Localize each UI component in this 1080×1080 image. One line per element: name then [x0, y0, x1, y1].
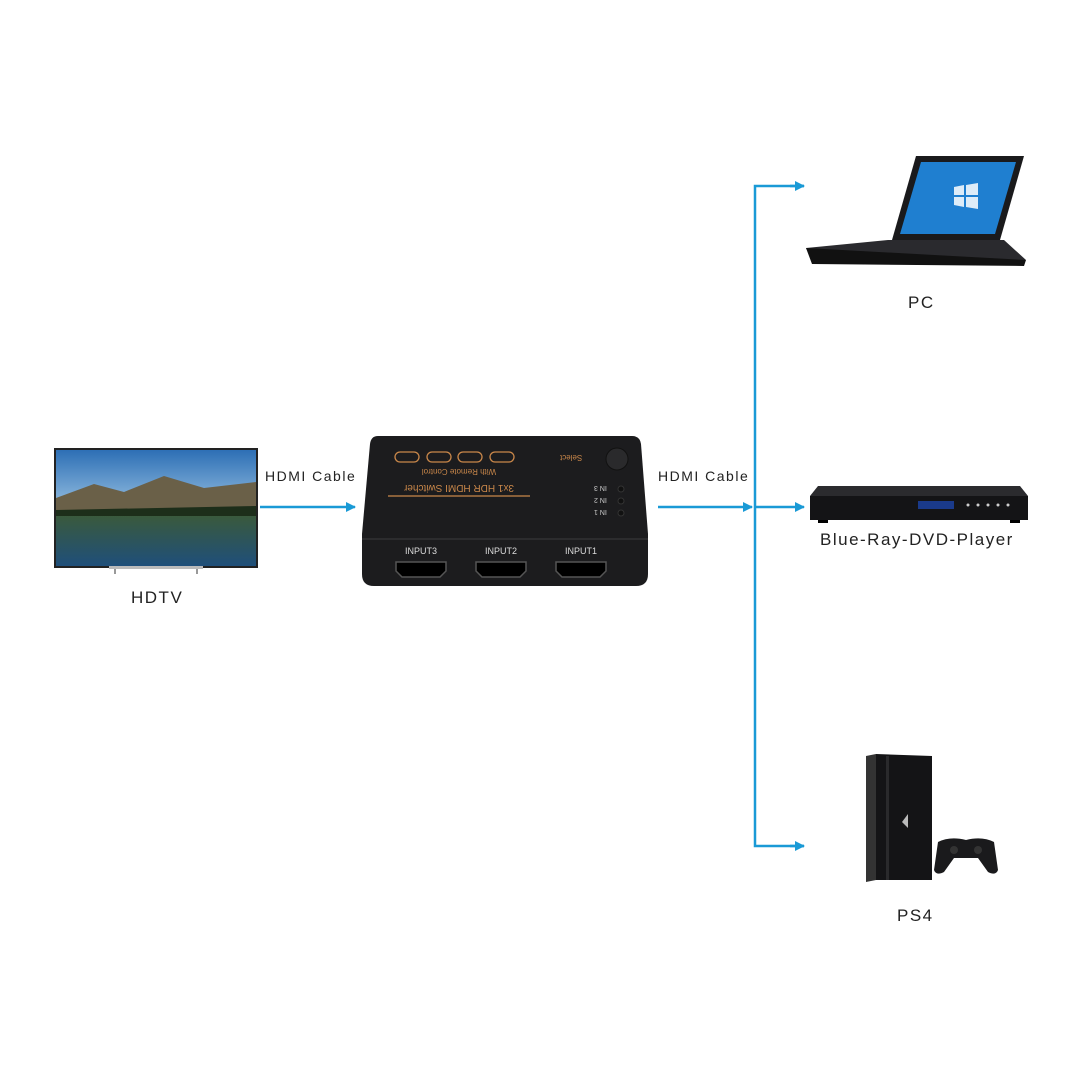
- dvd-player-image: [810, 486, 1028, 523]
- led-in3: IN 3: [594, 484, 607, 491]
- switcher-subtitle: With Remote Control: [421, 467, 497, 476]
- port-input1: INPUT1: [564, 546, 597, 556]
- port-input3: INPUT3: [404, 546, 437, 556]
- hdtv-label: HDTV: [131, 588, 184, 607]
- hdmi-switcher: 3x1 HDR HDMI Switcher With Remote Contro…: [360, 434, 650, 588]
- cable-in-label: HDMI Cable: [265, 468, 357, 484]
- switcher-title: 3x1 HDR HDMI Switcher: [403, 482, 515, 493]
- port-input2: INPUT2: [484, 546, 517, 556]
- dvd-label: Blue-Ray-DVD-Player: [820, 530, 1014, 549]
- select-button-label: Select: [560, 453, 583, 462]
- hdtv-image: [54, 448, 258, 574]
- ps4-image: [866, 754, 998, 882]
- pc-laptop-image: [806, 156, 1026, 266]
- led-in2: IN 2: [594, 496, 607, 503]
- distribution-line: [753, 184, 804, 848]
- pc-label: PC: [908, 293, 935, 312]
- led-in1: IN 1: [594, 508, 607, 515]
- cable-out-label: HDMI Cable: [658, 468, 750, 484]
- ps4-label: PS4: [897, 906, 934, 925]
